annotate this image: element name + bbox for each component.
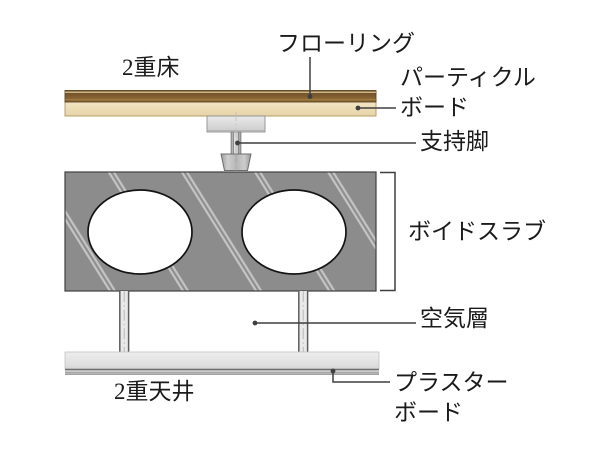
label-particle-board: パーティクルボード (400, 63, 536, 123)
label-double-ceiling: 2重天井 (114, 379, 195, 404)
leader-air-layer (252, 320, 416, 326)
label-particle-board-line1: パーティクル (400, 65, 536, 90)
ceiling-hanger-left (119, 291, 130, 354)
label-flooring: フローリング (277, 31, 415, 56)
label-air-layer: 空気層 (420, 306, 489, 331)
floor-assembly (64, 90, 377, 117)
void-opening-right (241, 189, 347, 275)
label-plaster-board-line2: ボード (394, 400, 463, 425)
void-slab-openings (87, 189, 347, 275)
particle-board-layer (64, 101, 377, 117)
leader-plaster-board (332, 371, 390, 383)
label-plaster-board: プラスターボード (394, 368, 509, 428)
void-opening-left (87, 189, 193, 275)
leader-void-slab-bracket (380, 171, 396, 292)
leader-support-leg (235, 140, 416, 146)
leader-plaster-board-dot (330, 368, 336, 374)
label-particle-board-line2: ボード (400, 95, 469, 120)
leader-lines (235, 57, 416, 383)
plaster-board-layer (64, 351, 380, 370)
ceiling-assembly (64, 351, 380, 375)
label-void-slab: ボイドスラブ (408, 219, 546, 244)
flooring-layer (64, 90, 377, 103)
label-plaster-board-line1: プラスター (394, 370, 509, 395)
label-double-floor: 2重床 (122, 55, 180, 80)
label-support-leg: 支持脚 (420, 129, 489, 154)
leader-flooring (307, 57, 313, 99)
void-slab (64, 171, 377, 292)
leader-particle-board (355, 105, 396, 111)
